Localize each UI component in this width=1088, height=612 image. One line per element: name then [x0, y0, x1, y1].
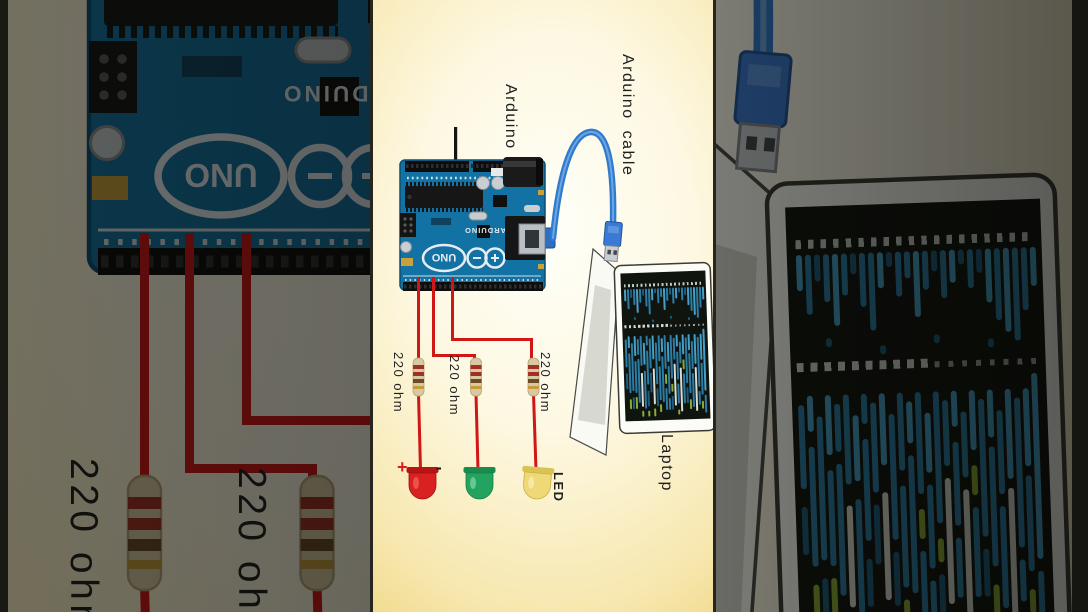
- fuse: [524, 205, 540, 212]
- usb-a-connector: [603, 221, 623, 263]
- usb-cable: [542, 128, 623, 263]
- capacitor: [491, 176, 505, 190]
- screen-waveform-bottom: [785, 199, 1055, 612]
- board-lead-wire: [454, 127, 458, 163]
- polarity-plus-mark: +: [397, 457, 408, 477]
- resistor-1: [412, 357, 425, 397]
- board-brand-text: ARDUINO: [281, 81, 370, 106]
- gold-pad: [401, 258, 413, 266]
- circuit-diagram: ARDUINO UNO: [8, 0, 370, 612]
- background-right: ARDUINO UNO: [716, 0, 1088, 612]
- laptop-screen-content: [785, 199, 1055, 612]
- resistors: [412, 357, 540, 397]
- led-yellow: [522, 465, 555, 500]
- microcontroller-chip: [104, 0, 338, 26]
- panel-edge-right: [713, 0, 716, 612]
- icsp-header: [89, 41, 137, 113]
- smd-chip: [477, 225, 490, 238]
- background-left: ARDUINO UNO: [0, 0, 370, 612]
- crystal-oscillator: [294, 36, 352, 64]
- board-brand-text: ARDUINO: [464, 226, 506, 235]
- label-led: LED: [551, 472, 566, 503]
- label-laptop: Laptop: [658, 434, 675, 492]
- pin-header-top-right: [473, 161, 515, 172]
- panel-edge-left: [370, 0, 373, 612]
- gold-pad: [92, 176, 128, 200]
- arduino-board: ARDUINO UNO: [86, 0, 370, 275]
- uno-oval: [421, 243, 467, 273]
- wire-resistor-to-led-yellow: [532, 393, 538, 471]
- laptop-keyboard-area: [578, 285, 611, 425]
- resistor-1: [126, 474, 163, 592]
- led-red: [406, 467, 439, 500]
- polarity-minus-mark: -: [436, 458, 442, 477]
- wire-resistor-to-led-green: [474, 393, 480, 471]
- capacitor: [476, 176, 490, 190]
- board-model-text: UNO: [431, 251, 456, 263]
- label-arduino-cable: Arduino cable: [619, 54, 636, 177]
- silkscreen-label: [491, 168, 505, 176]
- crystal-oscillator: [468, 211, 488, 221]
- circuit-diagram: ARDUINO UNO: [373, 0, 716, 612]
- usb-cable: [733, 0, 793, 174]
- board-model-text: UNO: [184, 157, 257, 194]
- usb-cable-sheen: [552, 130, 615, 239]
- led-green: [463, 467, 496, 500]
- pin-header-bottom: [403, 282, 543, 291]
- leds: [406, 465, 555, 500]
- wire-resistor-to-led-red: [417, 393, 422, 471]
- diagram-panel: ARDUINO UNO: [370, 0, 716, 612]
- circuit-diagram: ARDUINO UNO: [716, 0, 1072, 612]
- label-resistor-2: 220 ohm: [230, 467, 275, 612]
- label-resistor-1: 220 ohm: [391, 352, 406, 414]
- label-resistor-3: 220 ohm: [538, 352, 553, 414]
- mounting-hole: [400, 241, 412, 253]
- laptop-screen-content: [620, 271, 710, 422]
- infinity-logo: [466, 247, 506, 269]
- background-right-copy: ARDUINO UNO: [716, 0, 1088, 612]
- screen-waveform-bottom: [620, 271, 710, 422]
- resistor-2: [299, 474, 335, 592]
- microcontroller-chip: [405, 186, 483, 208]
- resistor-3: [527, 357, 540, 397]
- usb-cable-cord: [549, 128, 617, 242]
- label-resistor-2: 220 ohm: [447, 355, 462, 417]
- arduino-board: ARDUINO UNO: [399, 157, 546, 291]
- mounting-hole: [89, 125, 125, 161]
- label-arduino: Arduino: [502, 84, 519, 150]
- wire-pin-to-resistor-3: [451, 277, 533, 360]
- icsp-header: [400, 213, 416, 237]
- usb-a-connector: [733, 50, 793, 174]
- resistor-2: [470, 357, 482, 397]
- background-left-copy: ARDUINO UNO: [0, 0, 370, 612]
- label-resistor-1: 220 ohm: [62, 458, 107, 612]
